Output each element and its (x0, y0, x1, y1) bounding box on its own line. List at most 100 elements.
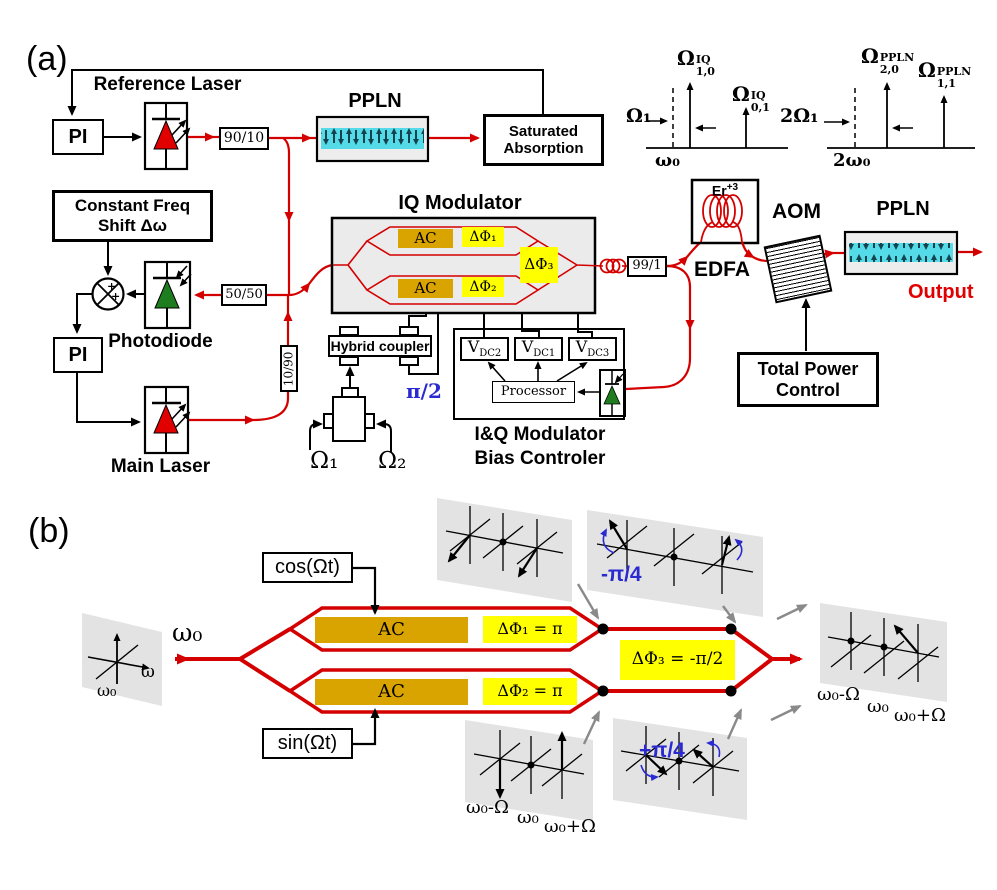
splitter-10-90-text: 10/90 (281, 351, 296, 386)
pi-over-2-label: π/2 (406, 379, 442, 403)
er-sup: +3 (726, 182, 739, 193)
rf-combiner-icon (323, 387, 375, 442)
constant-freq-shift-box: Constant Freq Shift Δω (52, 190, 213, 242)
omega2-input-line (376, 419, 392, 452)
saturated-absorption-box: Saturated Absorption (483, 114, 604, 166)
ac-electrode-upper-b: AC (315, 617, 468, 643)
bias-title-line2: Bias Controler (474, 447, 606, 469)
fiber-991-to-edfa (666, 255, 689, 268)
dphi1-eq-box: ΔΦ₁ = π (483, 616, 577, 643)
splitter-90-10: 90/10 (219, 127, 269, 150)
bias-title-line1: I&Q Modulator (474, 424, 606, 445)
main-laser-label: Main Laser (110, 456, 211, 477)
phasor-panel-bottom-right (613, 718, 747, 820)
dphi1-box: ΔΦ₁ (462, 227, 504, 247)
mzm-tap-dots (597, 623, 737, 697)
out-panel-freq3: ω₀+Ω (894, 705, 946, 726)
mzm-output-combiner (603, 627, 774, 693)
edfa-label: EDFA (694, 258, 751, 281)
splitter-99-1: 99/1 (627, 256, 667, 277)
output-label: Output (908, 281, 974, 303)
vdc2-box: VDC2 (460, 337, 509, 361)
omega1-input-line (309, 419, 323, 450)
constant-freq-line2: Shift Δω (97, 216, 168, 235)
spectrum-iq-plot (646, 82, 788, 149)
sin-drive-line (353, 708, 380, 746)
pi-controller-bottom: PI (53, 337, 103, 373)
sin-source-box: sin(Ωt) (262, 728, 353, 759)
fiber-junction-to-iq (288, 282, 311, 297)
vdc3-sub: DC3 (587, 348, 610, 360)
bl-panel-freq3: ω₀+Ω (544, 816, 596, 837)
vdc2-sub: DC2 (479, 348, 502, 360)
spectrum-iq-axis-label: ω₀ (655, 150, 681, 171)
peak-base: Ω (732, 82, 750, 106)
hybrid-coupler-box: Hybrid coupler (328, 335, 432, 357)
spectrum-ppln-plot (824, 82, 975, 149)
fiber-wiring (187, 132, 702, 425)
omega2-label: Ω₂ (378, 448, 407, 474)
photodiode-label: Photodiode (108, 331, 213, 352)
bias-controller-title: I&Q Modulator Bias Controler (455, 423, 625, 471)
fiber-junction-to-iq2 (308, 263, 334, 285)
vdc1-base: V (521, 337, 534, 357)
ppln-right-icon (843, 230, 959, 276)
cos-source-box: cos(Ωt) (262, 552, 353, 583)
omega1-label: Ω₁ (310, 448, 339, 474)
ac-electrode-lower: AC (398, 279, 453, 298)
pi-to-main-laser-line (76, 373, 141, 427)
processor-to-vdc3-line (556, 361, 588, 382)
peak-sub: 0,1 (750, 100, 770, 114)
pi-controller-top: PI (52, 119, 104, 155)
ac-electrode-lower-b: AC (315, 679, 468, 705)
ppln-top-icon (315, 115, 430, 163)
peak-sup: PPLN (879, 51, 915, 64)
peak-sub: 2,0 (879, 62, 899, 76)
erbium-coil-icon (700, 194, 743, 243)
input-axis-omega0-label: ω₀ (97, 681, 117, 700)
phasor-panel-input (82, 613, 162, 706)
aom-icon (763, 234, 833, 304)
mixer-plus-right: + (111, 290, 121, 303)
er-base: Er (711, 182, 727, 199)
splitter-10-90: 10/90 (280, 345, 298, 392)
saturated-absorption-line1: Saturated (508, 122, 579, 140)
fiber-branch-down (282, 137, 294, 222)
input-omega0-label: ω₀ (172, 618, 203, 647)
peak-sup: PPLN (936, 65, 972, 78)
spectrum-ppln-shift-label: 2Ω₁ (780, 105, 819, 127)
iq-modulator-waveguides (333, 226, 627, 305)
drive-lines (353, 566, 380, 746)
reference-laser-icon (143, 101, 191, 171)
bl-panel-freq1: ω₀-Ω (466, 797, 509, 818)
input-axis-omega-label: ω (141, 662, 155, 682)
peak-sup: IQ (750, 89, 766, 102)
peak-base: Ω (861, 44, 879, 68)
main-laser-icon (143, 385, 191, 455)
reference-laser-label: Reference Laser (93, 74, 242, 95)
ppln-right-label: PPLN (876, 198, 930, 220)
vdc3-base: V (575, 337, 588, 357)
ac-electrode-upper: AC (398, 229, 453, 248)
peak-sub: 1,1 (936, 76, 956, 90)
total-power-control-box: Total Power Control (737, 352, 879, 407)
fiber-991-tap-down (666, 264, 695, 330)
vdc1-sub: DC1 (533, 348, 556, 360)
processor-box: Processor (492, 381, 575, 403)
panel-pointer-arrows (576, 583, 808, 745)
bias-controller-wiring (487, 361, 600, 396)
saturated-absorption-line2: Absorption (503, 140, 584, 157)
vdc1-box: VDC1 (514, 337, 563, 361)
panel-a-tag: (a) (26, 40, 68, 78)
iq-input-y-split (333, 240, 368, 291)
fiber-tap-to-monitor-pd (625, 328, 692, 391)
constant-freq-line1: Constant Freq (74, 196, 191, 216)
spectrum-iq-shift-label: Ω₁ (626, 105, 652, 127)
bias-controller-box (453, 328, 625, 420)
cos-drive-line (353, 566, 380, 615)
mixer-to-pi-line (72, 293, 93, 334)
spectrum-ppln-axis-label: 2ω₀ (833, 150, 871, 171)
